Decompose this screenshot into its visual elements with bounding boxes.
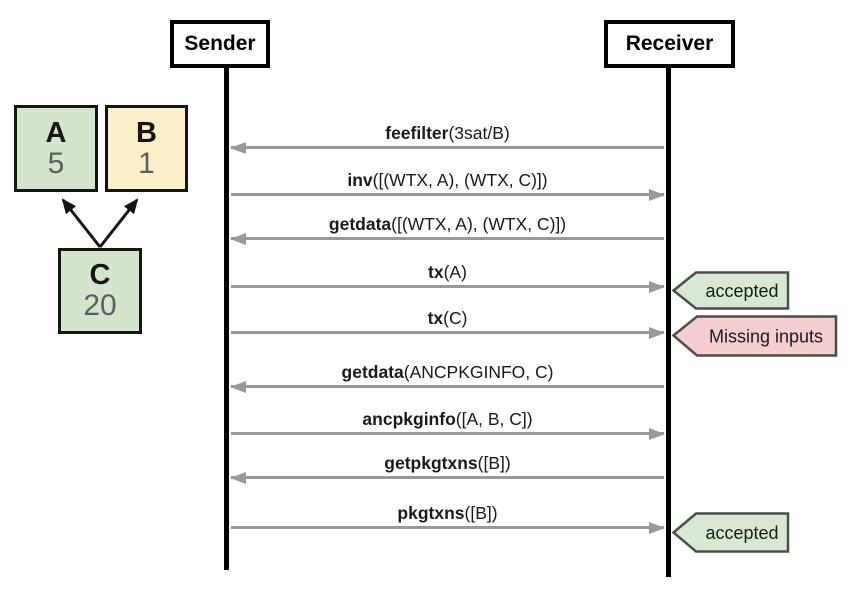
node-c-value: 20 — [83, 289, 117, 323]
message-name: pkgtxns — [397, 503, 465, 523]
message-name: getdata — [328, 214, 392, 234]
message-label: getdata([(WTX, A), (WTX, C)]) — [231, 212, 664, 236]
graph-node-b: B 1 — [105, 105, 188, 192]
graph-node-a: A 5 — [14, 105, 98, 192]
message-label: getpkgtxns([B]) — [231, 451, 664, 475]
message-name: inv — [347, 170, 373, 190]
message-name: ancpkginfo — [362, 409, 456, 429]
message-args: ([(WTX, A), (WTX, C)]) — [391, 214, 567, 234]
node-a-value: 5 — [47, 146, 65, 180]
tag-text: accepted — [705, 523, 778, 543]
arrow-to-receiver — [231, 193, 664, 196]
edge-c-to-a — [61, 198, 102, 248]
arrow-to-sender — [231, 146, 664, 149]
message-label: getdata(ANCPKGINFO, C) — [231, 360, 664, 384]
arrow-to-sender — [231, 476, 664, 479]
message-label: ancpkginfo([A, B, C]) — [231, 407, 664, 431]
message-tx-c: tx(C) — [231, 306, 664, 334]
message-tx-a: tx(A) — [231, 260, 664, 288]
message-args: (C) — [443, 308, 468, 328]
annotation-tag-accepted-pkgtxns: accepted — [671, 512, 790, 553]
message-getdata-ancpkginfo: getdata(ANCPKGINFO, C) — [231, 360, 664, 388]
message-args: (A) — [443, 262, 467, 282]
annotation-tag-missing-inputs: Missing inputs — [671, 315, 838, 357]
message-name: feefilter — [385, 123, 449, 143]
message-label: feefilter(3sat/B) — [231, 121, 664, 145]
message-args: ([A, B, C]) — [455, 409, 533, 429]
sender-header: Sender — [170, 20, 270, 68]
message-getdata-wtx: getdata([(WTX, A), (WTX, C)]) — [231, 212, 664, 240]
node-b-label: B — [136, 116, 157, 149]
sender-lifeline — [224, 66, 229, 570]
arrow-to-sender — [231, 385, 664, 388]
node-c-label: C — [89, 259, 111, 292]
receiver-header: Receiver — [604, 20, 735, 68]
tag-shape — [671, 315, 838, 357]
message-name: getpkgtxns — [384, 453, 478, 473]
graph-node-c: C 20 — [58, 248, 142, 334]
message-args: ([B]) — [464, 503, 498, 523]
message-pkgtxns: pkgtxns([B]) — [231, 501, 664, 529]
tag-shape — [671, 271, 790, 310]
arrow-to-receiver — [231, 331, 664, 334]
arrow-to-receiver — [231, 285, 664, 288]
edge-c-to-b — [98, 198, 139, 248]
arrow-to-sender — [231, 237, 664, 240]
message-name: tx — [427, 308, 444, 328]
message-getpkgtxns: getpkgtxns([B]) — [231, 451, 664, 479]
message-label: tx(A) — [231, 260, 664, 284]
arrow-to-receiver — [231, 526, 664, 529]
message-feefilter: feefilter(3sat/B) — [231, 121, 664, 149]
annotation-tag-accepted-tx-a: accepted — [671, 271, 790, 310]
message-name: getdata — [341, 362, 404, 382]
message-args: (ANCPKGINFO, C) — [403, 362, 554, 382]
message-label: tx(C) — [231, 306, 664, 330]
tag-text: accepted — [705, 281, 778, 301]
tag-text: Missing inputs — [709, 327, 823, 347]
receiver-lifeline — [666, 66, 671, 577]
message-args: (3sat/B) — [448, 123, 510, 143]
node-a-label: A — [45, 116, 67, 149]
message-inv: inv([(WTX, A), (WTX, C)]) — [231, 168, 664, 196]
message-args: ([B]) — [477, 453, 511, 473]
arrow-to-receiver — [231, 432, 664, 435]
message-label: inv([(WTX, A), (WTX, C)]) — [231, 168, 664, 192]
message-name: tx — [428, 262, 444, 282]
node-b-value: 1 — [138, 146, 155, 180]
message-label: pkgtxns([B]) — [231, 501, 664, 525]
message-args: ([(WTX, A), (WTX, C)]) — [372, 170, 548, 190]
message-ancpkginfo: ancpkginfo([A, B, C]) — [231, 407, 664, 435]
tag-shape — [671, 512, 790, 553]
